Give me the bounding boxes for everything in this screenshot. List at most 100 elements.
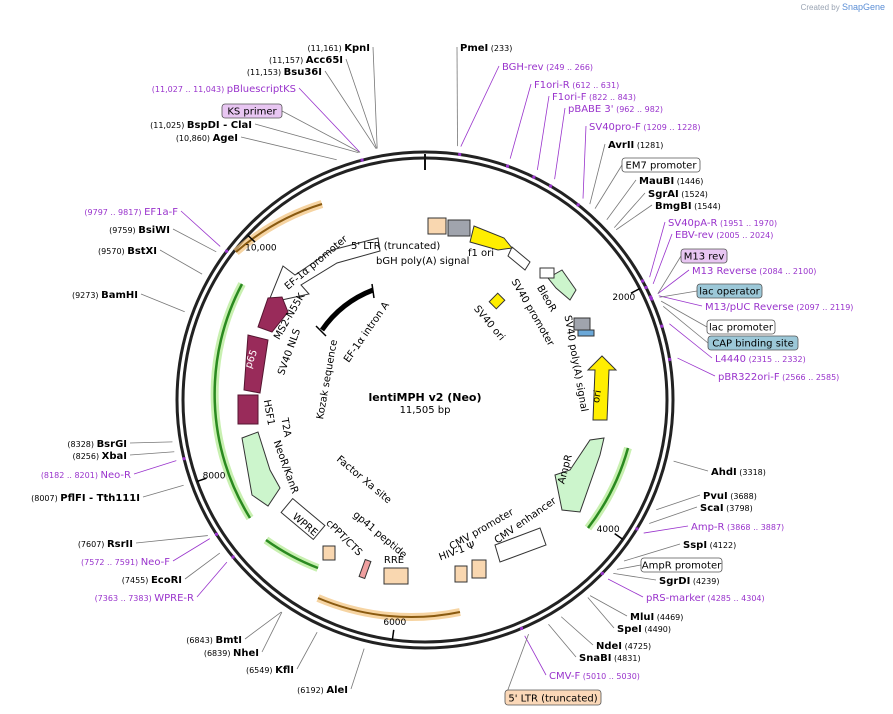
primer-name: EBV-rev	[675, 230, 714, 241]
site-bmti[interactable]: (6843) BmtI	[186, 635, 242, 646]
primer-bgh-rev[interactable]: BGH-rev (249 .. 266)	[502, 62, 593, 73]
feature-kozak-sequence: Kozak sequence	[315, 339, 340, 420]
boxed-label-lac-operator[interactable]	[696, 283, 763, 299]
primer-pbluescriptks[interactable]: (11,027 .. 11,043) pBluescriptKS	[152, 84, 296, 95]
site-name: ScaI	[700, 503, 724, 514]
primer-leader-line	[298, 87, 361, 153]
site-alei[interactable]: (6192) AleI	[297, 685, 348, 696]
site-name: MauBI	[639, 176, 674, 187]
primer-leader-line	[643, 525, 689, 534]
plasmid-size: 11,505 bp	[400, 405, 451, 416]
boxed-label-em7-promoter[interactable]	[621, 157, 701, 173]
primer-f1ori-f[interactable]: F1ori-F (822 .. 843)	[552, 92, 636, 103]
site-leader-line	[673, 460, 709, 472]
site-agei[interactable]: (10,860) AgeI	[176, 133, 238, 144]
site-bsrgi[interactable]: (8328) BsrGI	[67, 439, 127, 450]
site-position: (6549)	[246, 666, 275, 675]
site-position: (3688)	[728, 492, 757, 501]
primer-name: EF1a-F	[144, 207, 178, 218]
boxed-label-5-ltr-truncated[interactable]	[504, 689, 602, 706]
primer-leader-line	[658, 295, 703, 307]
site-kfli[interactable]: (6549) KflI	[246, 665, 294, 676]
primer-wpre-r[interactable]: (7363 .. 7383) WPRE-R	[95, 593, 194, 604]
boxed-label-lac-promoter[interactable]	[706, 319, 776, 335]
primer-name: M13 Reverse	[692, 266, 757, 277]
primer-name: pBABE 3'	[568, 104, 614, 115]
site-leader-line	[129, 451, 175, 456]
primer-name: F1ori-F	[552, 92, 587, 103]
site-position: (3798)	[724, 504, 753, 513]
box-leader-line	[662, 305, 709, 344]
site-name: SpeI	[617, 624, 642, 635]
primer-l4440[interactable]: L4440 (2315 .. 2332)	[715, 354, 806, 365]
site-name: MluI	[630, 612, 654, 623]
cmv-promoter-box	[471, 559, 487, 579]
site-pvui[interactable]: PvuI (3688)	[703, 491, 757, 502]
f1-ori-arrow	[469, 225, 513, 251]
primer-amp-r[interactable]: Amp-R (3868 .. 3887)	[691, 522, 784, 533]
site-bstxi[interactable]: (9570) BstXI	[98, 246, 157, 257]
primer-pbabe-3[interactable]: pBABE 3' (962 .. 982)	[568, 104, 663, 115]
box-leader-line	[504, 633, 529, 698]
primer-position: (8182 .. 8201)	[41, 471, 101, 480]
site-scai[interactable]: ScaI (3798)	[700, 503, 753, 514]
site-pflfi-tth111i[interactable]: (8007) PflFI - Tth111I	[31, 493, 140, 504]
primer-site-marker	[506, 164, 510, 168]
bleor-arrow	[507, 246, 531, 271]
green-arc-right	[584, 446, 632, 531]
box-leader-line	[281, 110, 361, 153]
primer-position: (962 .. 982)	[614, 105, 664, 114]
site-ahdi[interactable]: AhdI (3318)	[711, 467, 766, 478]
site-ndei[interactable]: NdeI (4725)	[596, 641, 651, 652]
site-mlui[interactable]: MluI (4469)	[630, 612, 683, 623]
primer-site-marker	[660, 324, 664, 328]
site-bamhi[interactable]: (9273) BamHI	[72, 290, 138, 301]
primer-prs-marker[interactable]: pRS-marker (4285 .. 4304)	[646, 593, 765, 604]
wpre-box	[280, 497, 326, 541]
snapgene-credit: Created by SnapGene	[801, 2, 885, 12]
site-acc65i[interactable]: (11,157) Acc65I	[269, 55, 343, 66]
site-bsu36i[interactable]: (11,153) Bsu36I	[247, 67, 322, 78]
primer-m13-puc-reverse[interactable]: M13/pUC Reverse (2097 .. 2119)	[705, 302, 853, 313]
boxed-label-ampr-promoter[interactable]	[640, 557, 723, 573]
site-bmgbi[interactable]: BmgBI (1544)	[655, 201, 721, 212]
site-position: (1544)	[692, 202, 721, 211]
site-rsrii[interactable]: (7607) RsrII	[78, 539, 133, 550]
primer-cmv-f[interactable]: CMV-F (5010 .. 5030)	[549, 671, 640, 682]
site-sspi[interactable]: SspI (4122)	[683, 540, 736, 551]
boxed-label-m13-rev[interactable]	[680, 248, 728, 264]
site-kpni[interactable]: (11,161) KpnI	[307, 43, 370, 54]
primer-leader-line	[180, 210, 221, 247]
site-name: SgrAI	[648, 189, 679, 200]
site-snabi[interactable]: SnaBI (4831)	[579, 653, 641, 664]
primer-sv40pa-r[interactable]: SV40pA-R (1951 .. 1970)	[668, 218, 777, 229]
tick-mark	[630, 287, 641, 294]
boxed-label-ks-primer[interactable]	[221, 103, 283, 119]
site-bsiwi[interactable]: (9759) BsiWI	[109, 225, 170, 236]
primer-pbr322ori-f[interactable]: pBR322ori-F (2566 .. 2585)	[718, 372, 839, 383]
site-sgrdi[interactable]: SgrDI (4239)	[659, 576, 719, 587]
primer-m13-reverse[interactable]: M13 Reverse (2084 .. 2100)	[692, 266, 816, 277]
primer-ebv-rev[interactable]: EBV-rev (2005 .. 2024)	[675, 230, 773, 241]
site-nhei[interactable]: (6839) NheI	[204, 648, 259, 659]
primer-neo-r[interactable]: (8182 .. 8201) Neo-R	[41, 470, 131, 481]
primer-site-marker	[215, 532, 219, 536]
site-spei[interactable]: SpeI (4490)	[617, 624, 671, 635]
site-bspdi-clai[interactable]: (11,025) BspDI - ClaI	[150, 120, 252, 131]
site-sgrai[interactable]: SgrAI (1524)	[648, 189, 708, 200]
tick-mark	[247, 234, 256, 243]
primer-sv40pro-f[interactable]: SV40pro-F (1209 .. 1228)	[589, 122, 701, 133]
site-avrii[interactable]: AvrII (1281)	[608, 140, 663, 151]
site-xbai[interactable]: (8256) XbaI	[73, 451, 128, 462]
site-leader-line	[244, 611, 282, 640]
primer-site-marker	[182, 457, 186, 461]
primer-ef1a-f[interactable]: (9797 .. 9817) EF1a-F	[84, 207, 178, 218]
site-pmei[interactable]: PmeI (233)	[460, 43, 512, 54]
site-ecori[interactable]: (7455) EcoRI	[122, 575, 182, 586]
site-name: AleI	[326, 685, 348, 696]
boxed-label-cap-binding-site[interactable]	[707, 335, 799, 351]
site-maubi[interactable]: MauBI (1446)	[639, 176, 703, 187]
feature-5-ltr-truncated: 5' LTR (truncated)	[351, 241, 440, 252]
primer-neo-f[interactable]: (7572 .. 7591) Neo-F	[81, 557, 170, 568]
primer-f1ori-r[interactable]: F1ori-R (612 .. 631)	[534, 80, 619, 91]
